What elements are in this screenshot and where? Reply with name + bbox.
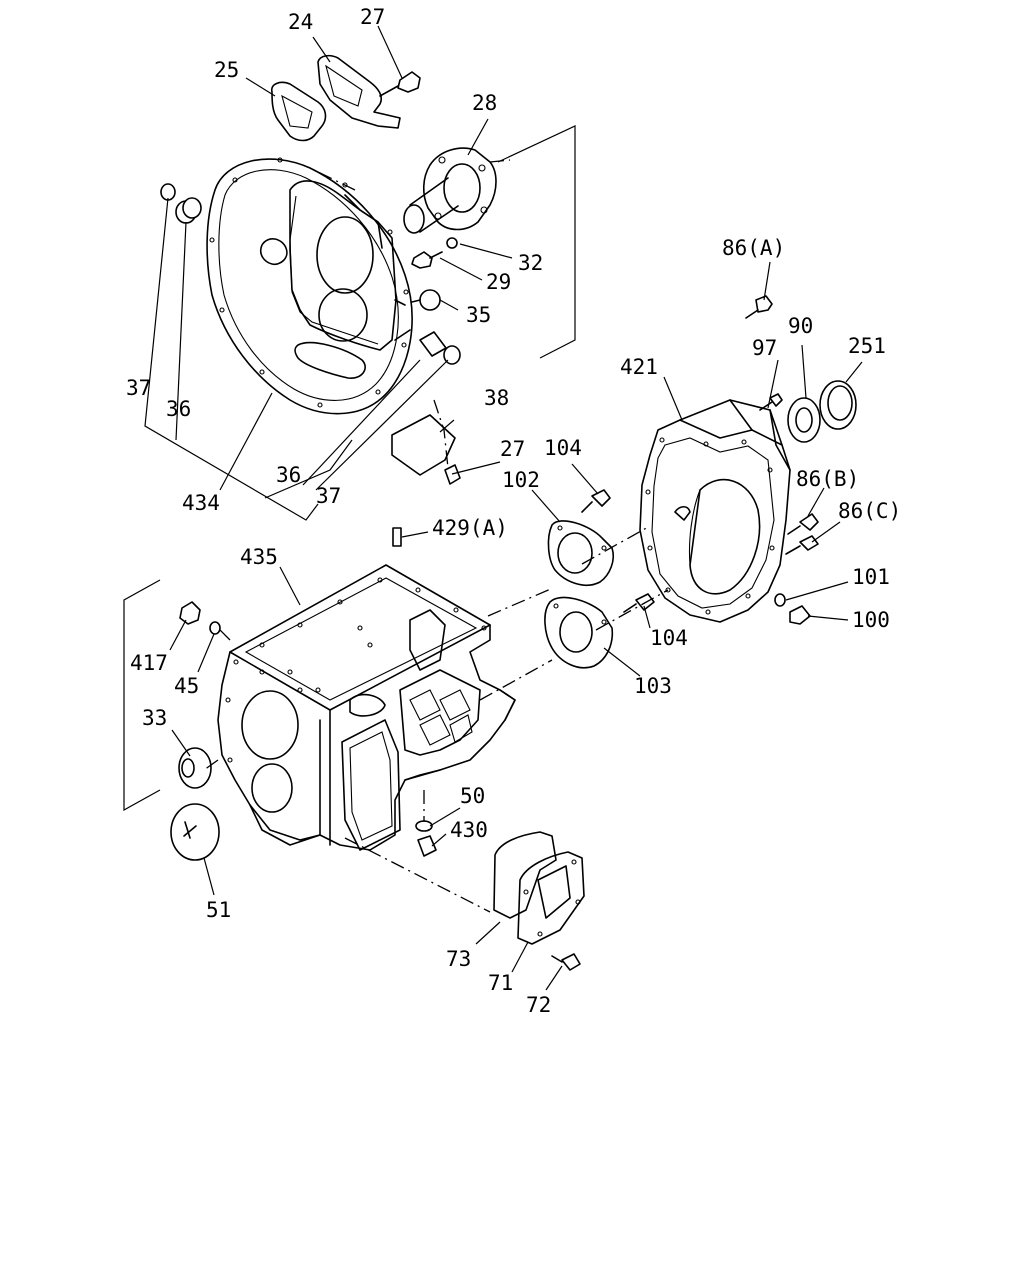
bolt-86b: [787, 513, 819, 535]
dowel-pin-429a: [392, 527, 402, 547]
callout-86c: 86(C): [838, 499, 902, 523]
bolt-86a: [745, 295, 773, 319]
washer-45: [209, 621, 221, 635]
drain-plug-100: [789, 605, 811, 625]
bushing-36-lower: [419, 331, 461, 365]
callout-104-top: 104: [544, 436, 582, 460]
bearing-cover-102: [547, 520, 615, 586]
callout-430: 430: [450, 818, 488, 842]
bolt-27-top: [379, 71, 421, 97]
callout-28: 28: [472, 91, 498, 115]
callout-36-lower: 36: [276, 463, 302, 487]
callout-51: 51: [206, 898, 232, 922]
bearing-cover-103: [544, 596, 614, 669]
callout-33: 33: [142, 706, 168, 730]
cover-71: [517, 851, 585, 945]
callout-71: 71: [488, 971, 514, 995]
callout-435: 435: [240, 545, 278, 569]
bushing-36-top: [175, 197, 202, 224]
callout-32: 32: [518, 251, 544, 275]
callout-104-lower: 104: [650, 626, 688, 650]
gasket-73: [493, 831, 557, 919]
callout-103: 103: [634, 674, 672, 698]
callout-102: 102: [502, 468, 540, 492]
bolt-29: [411, 251, 443, 269]
callout-73: 73: [446, 947, 472, 971]
bearing-90: [787, 397, 821, 443]
washer-50: [415, 820, 433, 832]
drain-plug-430: [417, 835, 437, 857]
bolt-86c: [785, 535, 819, 555]
gasket-25: [270, 81, 327, 142]
plug-417: [179, 601, 201, 625]
callout-45: 45: [174, 674, 200, 698]
plug-35: [411, 289, 441, 311]
oil-seal-33: [178, 747, 212, 789]
callout-29: 29: [486, 270, 512, 294]
callout-97: 97: [752, 336, 778, 360]
callout-86a: 86(A): [722, 236, 786, 260]
callout-434: 434: [182, 491, 220, 515]
clutch-housing-421: [639, 399, 791, 623]
cover-plate-38: [391, 414, 461, 485]
callout-251: 251: [848, 334, 886, 358]
shaft-sleeve-28: [403, 147, 497, 234]
washer-101: [774, 593, 786, 607]
callout-101: 101: [852, 565, 890, 589]
callout-36-left: 36: [166, 397, 192, 421]
callout-90: 90: [788, 314, 814, 338]
bolt-72: [551, 953, 581, 971]
callout-72: 72: [526, 993, 552, 1017]
callout-100: 100: [852, 608, 890, 632]
callout-27-lower: 27: [500, 437, 526, 461]
callout-27-top: 27: [360, 5, 386, 29]
callout-38: 38: [484, 386, 510, 410]
transmission-case-435: [217, 564, 516, 851]
oil-seal-251: [819, 380, 857, 430]
bolt-104-top: [581, 489, 611, 513]
bolt-104-lower: [623, 593, 655, 613]
callout-86b: 86(B): [796, 467, 860, 491]
callout-35: 35: [466, 303, 492, 327]
callout-421: 421: [620, 355, 658, 379]
cap-51: [170, 803, 220, 861]
callout-24: 24: [288, 10, 314, 34]
callout-25: 25: [214, 58, 240, 82]
callout-37-lower: 37: [316, 484, 342, 508]
callout-50: 50: [460, 784, 486, 808]
callout-429a: 429(A): [432, 516, 508, 540]
o-ring-32: [446, 237, 458, 249]
callout-37-left: 37: [126, 376, 152, 400]
callout-417: 417: [130, 651, 168, 675]
ring-37-top: [160, 183, 176, 201]
flywheel-housing-434: [206, 157, 413, 415]
